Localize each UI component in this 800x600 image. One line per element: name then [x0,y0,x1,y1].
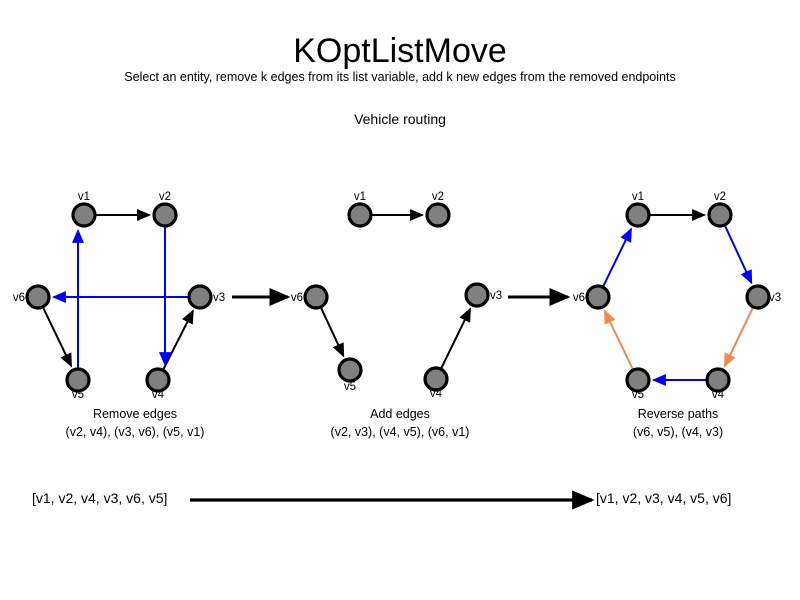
node-label-v1: v1 [354,191,366,203]
page-title: KOptListMove [293,32,507,70]
node-v1[interactable]: v1 [625,191,651,228]
node-circle-v4[interactable] [423,366,449,392]
node-circle-v2[interactable] [425,202,451,228]
node-label-v2: v2 [159,191,171,203]
panel-caption-detail-reverse: (v6, v5), (v4, v3) [633,425,723,439]
node-circle-v3[interactable] [464,282,490,308]
node-v6[interactable]: v6 [573,284,611,310]
section-label: Vehicle routing [354,111,446,127]
node-label-v1: v1 [78,191,90,203]
node-v5[interactable]: v5 [625,367,651,401]
node-label-v3: v3 [213,292,225,304]
node-circle-v5[interactable] [625,367,651,393]
node-label-v1: v1 [632,191,644,203]
node-v4[interactable]: v4 [423,366,449,400]
edge-v4-to-v3 [440,307,472,369]
edge-v4-to-v3 [162,309,194,370]
node-circle-v4[interactable] [705,367,731,393]
after-list-value: [v1, v2, v3, v4, v5, v6] [596,490,731,506]
edges-group [602,209,754,386]
edge-v6-to-v1 [602,227,633,287]
node-label-v5: v5 [632,389,644,401]
node-circle-v3[interactable] [187,284,213,310]
node-v4[interactable]: v4 [145,367,171,401]
node-label-v4: v4 [712,389,725,401]
node-v3[interactable]: v3 [745,284,781,310]
node-circle-v5[interactable] [65,367,91,393]
node-v2[interactable]: v2 [152,191,178,228]
node-v6[interactable]: v6 [291,284,329,310]
node-v2[interactable]: v2 [425,191,451,228]
node-label-v3: v3 [490,290,502,302]
footer-layer: [v1, v2, v4, v3, v6, v5] [v1, v2, v3, v4,… [32,490,731,510]
node-v2[interactable]: v2 [707,191,733,228]
page-subtitle: Select an entity, remove k edges from it… [124,70,675,84]
node-circle-v1[interactable] [347,202,373,228]
edge-v2-to-v3 [724,225,753,285]
panel-caption-detail-add: (v2, v3), (v4, v5), (v6, v1) [331,425,470,439]
node-label-v6: v6 [291,292,303,304]
node-label-v5: v5 [344,381,356,393]
node-v5[interactable]: v5 [337,357,363,393]
node-circle-v4[interactable] [145,367,171,393]
node-circle-v6[interactable] [303,284,329,310]
edges-group [42,209,194,370]
node-label-v6: v6 [573,292,585,304]
node-circle-v6[interactable] [585,284,611,310]
node-circle-v5[interactable] [337,357,363,383]
node-v1[interactable]: v1 [71,191,97,228]
node-v3[interactable]: v3 [187,284,225,310]
panel-caption-title-remove: Remove edges [93,407,177,421]
node-circle-v1[interactable] [71,202,97,228]
before-list-value: [v1, v2, v4, v3, v6, v5] [32,490,167,506]
panel-caption-title-add: Add edges [370,407,430,421]
node-circle-v2[interactable] [707,202,733,228]
panel-caption-title-reverse: Reverse paths [638,407,719,421]
edge-v3-to-v4 [723,307,754,368]
node-v3[interactable]: v3 [464,282,502,308]
node-label-v6: v6 [13,292,25,304]
node-circle-v1[interactable] [625,202,651,228]
node-label-v4: v4 [152,389,165,401]
edge-v5-to-v6 [603,309,634,370]
node-v6[interactable]: v6 [13,284,51,310]
panel-caption-detail-remove: (v2, v4), (v3, v6), (v5, v1) [66,425,205,439]
node-circle-v6[interactable] [25,284,51,310]
node-circle-v2[interactable] [152,202,178,228]
node-v4[interactable]: v4 [705,367,731,401]
node-label-v2: v2 [714,191,726,203]
node-circle-v3[interactable] [745,284,771,310]
node-label-v3: v3 [769,292,781,304]
node-label-v5: v5 [72,389,84,401]
node-v1[interactable]: v1 [347,191,373,228]
edges-group [320,209,472,369]
node-v5[interactable]: v5 [65,367,91,401]
node-label-v4: v4 [430,388,443,400]
node-label-v2: v2 [432,191,444,203]
edge-v6-to-v5 [42,307,73,368]
edge-v6-to-v5 [320,307,345,358]
